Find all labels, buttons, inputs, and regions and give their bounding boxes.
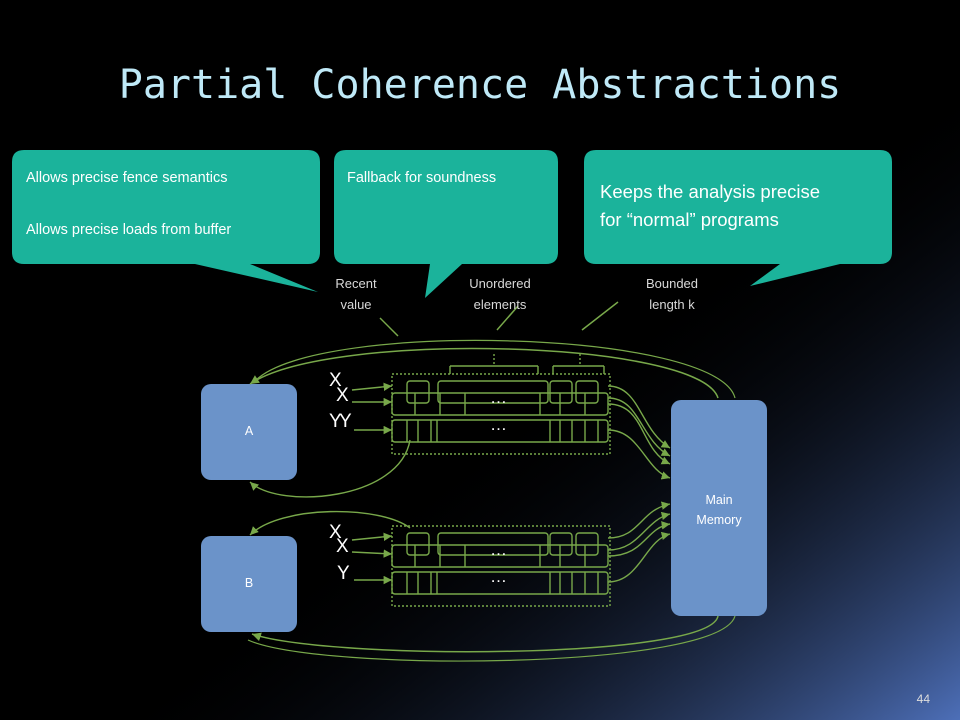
label-value: value [340,297,372,312]
label-length-k: length k [649,297,695,312]
callout-left [12,150,320,292]
label-recent: Recent [335,276,377,291]
main-memory [671,400,767,616]
label-elements: elements [473,297,527,312]
var-x-a2: X [336,385,349,406]
var-x-b1: X [329,522,342,543]
callout-middle [334,150,558,298]
node-b-label: B [244,576,254,590]
callout-right-line1: Keeps the analysis precise [600,181,821,202]
var-y-a1: Y [329,411,342,432]
callout-left-line1: Allows precise fence semantics [26,170,228,186]
callout-right [584,150,892,286]
ellipsis-b1: … [490,540,508,559]
slide-title: Partial Coherence Abstractions [118,62,842,108]
callout-left-line2: Allows precise loads from buffer [26,222,232,238]
label-unordered: Unordered [469,276,531,291]
ellipsis-a2: … [490,415,508,434]
var-x-b2: X [336,536,349,557]
memory-label-main: Main [705,493,733,507]
var-y-a2: Y [339,411,352,432]
page-number: 44 [916,692,930,706]
label-bounded: Bounded [645,276,699,291]
callout-right-line2: for “normal” programs [600,209,779,230]
ellipsis-a1: … [490,388,508,407]
ellipsis-b2: … [490,567,508,586]
node-b [201,536,297,632]
memory-label-memory: Memory [696,513,742,527]
callout-middle-text: Fallback for soundness [347,170,497,186]
buffers-a [391,354,611,455]
node-a [201,384,297,480]
var-y-b: Y [337,563,350,584]
buffers-b [391,525,611,607]
var-x-a1: X [329,370,342,391]
node-a-label: A [244,424,254,438]
